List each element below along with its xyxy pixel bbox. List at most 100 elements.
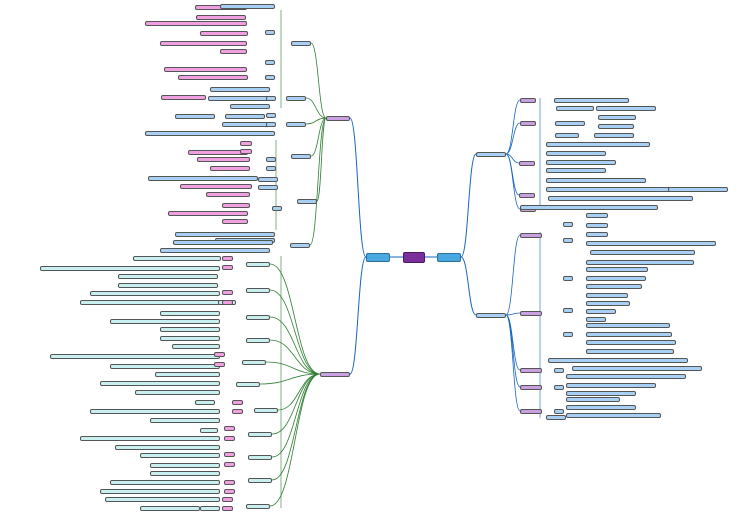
leaf-node[interactable] bbox=[164, 67, 247, 72]
tag-node[interactable] bbox=[563, 308, 573, 313]
leaf-node[interactable] bbox=[161, 95, 206, 100]
category-node[interactable] bbox=[297, 199, 317, 204]
tag-node[interactable] bbox=[214, 352, 225, 357]
leaf-node[interactable] bbox=[206, 192, 250, 197]
leaf-node[interactable] bbox=[168, 211, 248, 216]
leaf-node[interactable] bbox=[566, 374, 686, 379]
leaf-node[interactable] bbox=[590, 250, 695, 255]
leaf-node[interactable] bbox=[105, 497, 220, 502]
leaf-node[interactable] bbox=[145, 131, 275, 136]
tag-node[interactable] bbox=[222, 497, 233, 502]
tag-node[interactable] bbox=[563, 238, 573, 243]
tag-node[interactable] bbox=[266, 96, 276, 101]
leaf-node[interactable] bbox=[200, 506, 220, 511]
leaf-node[interactable] bbox=[598, 115, 636, 120]
leaf-node[interactable] bbox=[586, 276, 646, 281]
tag-node[interactable] bbox=[224, 436, 235, 441]
leaf-node[interactable] bbox=[160, 327, 220, 332]
category-node[interactable] bbox=[519, 161, 535, 166]
leaf-node[interactable] bbox=[50, 354, 220, 359]
category-node[interactable] bbox=[286, 122, 306, 127]
tag-node[interactable] bbox=[224, 489, 235, 494]
leaf-node[interactable] bbox=[160, 336, 220, 341]
leaf-node[interactable] bbox=[188, 150, 248, 155]
leaf-node[interactable] bbox=[586, 293, 628, 298]
leaf-node[interactable] bbox=[586, 340, 676, 345]
category-node[interactable] bbox=[242, 360, 266, 365]
leaf-node[interactable] bbox=[110, 364, 220, 369]
leaf-node[interactable] bbox=[586, 213, 608, 218]
leaf-node[interactable] bbox=[566, 413, 661, 418]
leaf-node[interactable] bbox=[196, 15, 246, 20]
leaf-node[interactable] bbox=[240, 149, 252, 154]
section-node[interactable] bbox=[320, 372, 350, 377]
leaf-node[interactable] bbox=[160, 311, 220, 316]
leaf-node[interactable] bbox=[586, 317, 606, 322]
category-node[interactable] bbox=[520, 409, 542, 414]
leaf-node[interactable] bbox=[586, 267, 648, 272]
tag-node[interactable] bbox=[554, 409, 564, 414]
tag-node[interactable] bbox=[563, 222, 573, 227]
tag-node[interactable] bbox=[224, 480, 235, 485]
tag-node[interactable] bbox=[554, 385, 564, 390]
tag-node[interactable] bbox=[224, 426, 235, 431]
category-node[interactable] bbox=[520, 98, 536, 103]
tag-node[interactable] bbox=[563, 332, 573, 337]
category-node[interactable] bbox=[290, 243, 310, 248]
category-node[interactable] bbox=[519, 193, 535, 198]
leaf-node[interactable] bbox=[160, 248, 270, 253]
category-node[interactable] bbox=[246, 262, 270, 267]
leaf-node[interactable] bbox=[160, 41, 247, 46]
leaf-node[interactable] bbox=[173, 240, 273, 245]
leaf-node[interactable] bbox=[258, 185, 278, 190]
leaf-node[interactable] bbox=[115, 445, 220, 450]
leaf-node[interactable] bbox=[586, 223, 608, 228]
leaf-node[interactable] bbox=[150, 471, 220, 476]
tag-node[interactable] bbox=[222, 506, 233, 511]
category-node[interactable] bbox=[286, 96, 306, 101]
leaf-node[interactable] bbox=[586, 284, 642, 289]
tag-node[interactable] bbox=[224, 462, 235, 467]
leaf-node[interactable] bbox=[222, 219, 248, 224]
tag-node[interactable] bbox=[265, 30, 275, 35]
category-node[interactable] bbox=[248, 478, 272, 483]
leaf-node[interactable] bbox=[150, 418, 220, 423]
tag-node[interactable] bbox=[265, 75, 275, 80]
leaf-node[interactable] bbox=[40, 266, 220, 271]
leaf-node[interactable] bbox=[118, 274, 218, 279]
leaf-node[interactable] bbox=[598, 124, 634, 129]
leaf-node[interactable] bbox=[175, 232, 275, 237]
leaf-node[interactable] bbox=[180, 184, 252, 189]
tag-node[interactable] bbox=[222, 256, 233, 261]
tag-node[interactable] bbox=[222, 300, 233, 305]
tag-node[interactable] bbox=[222, 290, 233, 295]
leaf-node[interactable] bbox=[546, 178, 646, 183]
leaf-node[interactable] bbox=[150, 463, 220, 468]
leaf-node[interactable] bbox=[145, 21, 247, 26]
tag-node[interactable] bbox=[224, 452, 235, 457]
category-node[interactable] bbox=[236, 382, 260, 387]
leaf-node[interactable] bbox=[200, 31, 248, 36]
category-node[interactable] bbox=[246, 288, 270, 293]
category-node[interactable] bbox=[254, 408, 278, 413]
category-node[interactable] bbox=[246, 504, 270, 509]
leaf-node[interactable] bbox=[225, 114, 265, 119]
leaf-node[interactable] bbox=[220, 49, 247, 54]
tag-node[interactable] bbox=[222, 265, 233, 270]
leaf-node[interactable] bbox=[90, 291, 220, 296]
tag-node[interactable] bbox=[266, 113, 276, 118]
leaf-node[interactable] bbox=[210, 87, 270, 92]
category-node[interactable] bbox=[291, 41, 311, 46]
leaf-node[interactable] bbox=[140, 506, 200, 511]
category-node[interactable] bbox=[520, 368, 542, 373]
leaf-node[interactable] bbox=[222, 122, 272, 127]
section-node[interactable] bbox=[476, 152, 506, 157]
leaf-node[interactable] bbox=[594, 133, 634, 138]
leaf-node[interactable] bbox=[586, 241, 716, 246]
leaf-node[interactable] bbox=[197, 157, 250, 162]
leaf-node[interactable] bbox=[200, 428, 218, 433]
tag-node[interactable] bbox=[214, 362, 225, 367]
leaf-node[interactable] bbox=[586, 349, 674, 354]
leaf-node[interactable] bbox=[222, 203, 250, 208]
leaf-node[interactable] bbox=[586, 332, 672, 337]
